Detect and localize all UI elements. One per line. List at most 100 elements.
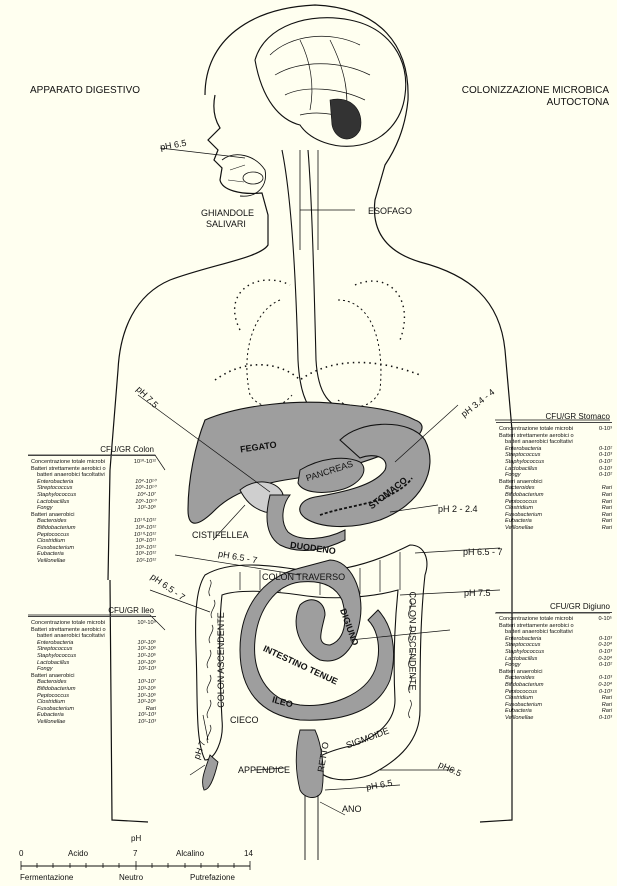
cfu-stomaco-row-label: Enterobacteria bbox=[505, 446, 541, 453]
cfu-stomaco-row: BacteroidesRari bbox=[496, 485, 612, 492]
cfu-stomaco-row-value: 0-10² bbox=[599, 446, 612, 453]
cfu-stomaco-row-label: Bifidobacterium bbox=[505, 492, 544, 499]
cfu-digiuno-row-value: 0-10⁴ bbox=[598, 682, 612, 689]
cfu-stomaco-row-value: Rari bbox=[602, 499, 612, 506]
cfu-digiuno-row: Bacteroides 0-10³ bbox=[496, 675, 612, 682]
cfu-digiuno-row-label: batteri anaerobici facoltativi bbox=[505, 629, 573, 636]
cfu-colon-row-label: Lactobacillus bbox=[37, 499, 69, 506]
label-cieco: CIECO bbox=[230, 715, 259, 725]
cfu-digiuno-row-label: Batteri strettamente aerobici o bbox=[499, 623, 574, 630]
cfu-colon-row-label: Batteri anaerobici bbox=[31, 512, 75, 519]
cfu-digiuno-row-label: Concentrazione totale microbi bbox=[499, 616, 573, 623]
cfu-colon-row: batteri anaerobici facoltativi bbox=[28, 472, 156, 479]
cfu-colon-row: Streptococcus 10⁵-10¹⁰ bbox=[28, 485, 156, 492]
cfu-stomaco-row-label: Batteri strettamente aerobici o bbox=[499, 433, 574, 440]
ph-scale-7: 7 bbox=[133, 849, 137, 858]
title-right-line2: AUTOCTONA bbox=[547, 97, 609, 109]
cfu-colon-row: Concentrazione totale microbi10¹⁰-10¹² bbox=[28, 459, 156, 466]
cfu-stomaco-row: batteri anaerobici facoltativi bbox=[496, 439, 612, 446]
cfu-digiuno-row-value: 0-10⁴ bbox=[598, 656, 612, 663]
cfu-ileo-box: CFU/GR Ileo Concentrazione totale microb… bbox=[28, 606, 156, 726]
cfu-ileo-row-label: Bacteroides bbox=[37, 679, 67, 686]
cfu-ileo-row-label: Clostridium bbox=[37, 699, 65, 706]
cfu-ileo-row: Bacteroides10³-10⁷ bbox=[28, 679, 156, 686]
cfu-ileo-row-label: batteri anaerobici facoltativi bbox=[37, 633, 105, 640]
cfu-colon-row-label: Concentrazione totale microbi bbox=[31, 459, 105, 466]
cfu-colon-row-value: 10²-10⁶ bbox=[138, 505, 157, 512]
cfu-stomaco-row-label: Eubacteria bbox=[505, 518, 532, 525]
cfu-ileo-row-value: 10³-10⁵ bbox=[137, 686, 156, 693]
cfu-ileo-row-label: Bifidobacterium bbox=[37, 686, 76, 693]
label-ano: ANO bbox=[342, 804, 362, 814]
cfu-stomaco-row-value: 0-10² bbox=[599, 472, 612, 479]
cfu-stomaco-row-label: Peptococcus bbox=[505, 499, 537, 506]
cfu-colon-row-label: Staphylococcus bbox=[37, 492, 76, 499]
cfu-ileo-row-value: 10²-10⁵ bbox=[137, 653, 156, 660]
label-cistifellea: CISTIFELLEA bbox=[192, 530, 249, 540]
cfu-colon-row-label: batteri anaerobici facoltativi bbox=[37, 472, 105, 479]
label-esofago: ESOFAGO bbox=[368, 206, 412, 216]
cfu-ileo-row-value: 10²-10⁶ bbox=[138, 646, 157, 653]
cfu-ileo-row-value: 10²-10³ bbox=[138, 666, 156, 673]
cfu-colon-row-value: 10²-10¹² bbox=[136, 558, 156, 565]
cfu-ileo-row-label: Batteri anaerobici bbox=[31, 673, 75, 680]
cfu-stomaco-row-value: Rari bbox=[602, 512, 612, 519]
cfu-ileo-row-value: 10²-10⁶ bbox=[138, 660, 157, 667]
cfu-colon-row-value: 10⁴-10⁷ bbox=[137, 492, 156, 499]
cfu-stomaco-row: EubacteriaRari bbox=[496, 518, 612, 525]
cfu-colon-row-label: Streptococcus bbox=[37, 485, 72, 492]
label-salivari: SALIVARI bbox=[206, 219, 246, 229]
cfu-digiuno-row-label: Enterobacteria bbox=[505, 636, 541, 643]
cfu-stomaco-row-label: Fongy bbox=[505, 472, 521, 479]
cfu-ileo-row-label: Enterobacteria bbox=[37, 640, 73, 647]
cfu-digiuno-row-label: Fongy bbox=[505, 662, 521, 669]
cfu-digiuno-row-label: Clostridium bbox=[505, 695, 533, 702]
cfu-digiuno-row-value: 0-10⁴ bbox=[598, 642, 612, 649]
cfu-digiuno-row: EubacteriaRari bbox=[496, 708, 612, 715]
cfu-digiuno-row: batteri anaerobici facoltativi bbox=[496, 629, 612, 636]
cfu-digiuno-row: Batteri strettamente aerobici o bbox=[496, 623, 612, 630]
cfu-digiuno-row: Veillonellae0-10³ bbox=[496, 715, 612, 722]
cfu-stomaco-row-label: Staphylococcus bbox=[505, 459, 544, 466]
cfu-stomaco-row-value: Rari bbox=[602, 485, 612, 492]
cfu-stomaco-row: Staphylococcus 0-10² bbox=[496, 459, 612, 466]
cfu-digiuno-row-value: 0-10³ bbox=[599, 649, 612, 656]
cfu-stomaco-row: Lactobacillus0-10³ bbox=[496, 466, 612, 473]
cfu-colon-row-label: Peptococcus bbox=[37, 532, 69, 539]
cfu-ileo-row-value: 10²-10³ bbox=[138, 712, 156, 719]
cfu-ileo-row-label: Streptococcus bbox=[37, 646, 72, 653]
cfu-stomaco-row-value: 0-10² bbox=[599, 459, 612, 466]
cfu-colon-row: Staphylococcus 10⁴-10⁷ bbox=[28, 492, 156, 499]
cfu-colon-row-label: Enterobacteria bbox=[37, 479, 73, 486]
cfu-colon-row-value: 10⁵-10¹⁰ bbox=[135, 485, 156, 492]
cfu-stomaco-row: Fongy 0-10² bbox=[496, 472, 612, 479]
cfu-stomaco-row-label: Lactobacillus bbox=[505, 466, 537, 473]
cfu-digiuno-row-value: 0-10³ bbox=[599, 675, 612, 682]
cfu-colon-row-label: Eubacteria bbox=[37, 551, 64, 558]
cfu-ileo-row-label: Concentrazione totale microbi bbox=[31, 620, 105, 627]
cfu-colon-row-label: Fongy bbox=[37, 505, 53, 512]
cfu-digiuno-row-value: 0-10² bbox=[599, 662, 612, 669]
label-ph-desc: pH 6.5 - 7 bbox=[463, 547, 503, 557]
cfu-ileo-row-value: Rari bbox=[146, 706, 156, 713]
cfu-stomaco-row-value: 0-10³ bbox=[599, 452, 612, 459]
ph-scale-alcalino: Alcalino bbox=[176, 849, 204, 858]
cfu-stomaco-row-label: Clostridium bbox=[505, 505, 533, 512]
cfu-digiuno-row: Peptococcus0-10³ bbox=[496, 689, 612, 696]
cfu-digiuno-row-label: Bacteroides bbox=[505, 675, 535, 682]
cfu-digiuno-row: Batteri anaerobici bbox=[496, 669, 612, 676]
cfu-ileo-row: Streptococcus 10²-10⁶ bbox=[28, 646, 156, 653]
